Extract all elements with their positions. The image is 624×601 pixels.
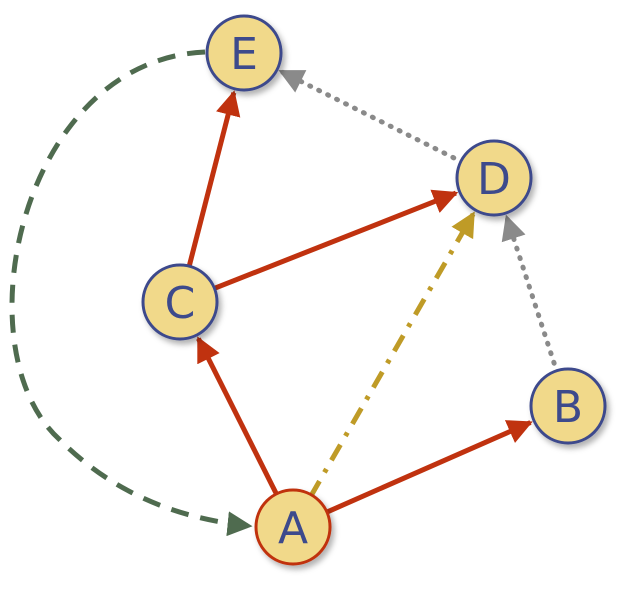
- node-c-circle: [141, 263, 219, 341]
- node-e-label: E: [230, 29, 258, 80]
- edges-layer: [9, 49, 560, 537]
- edge-d-to-e: [278, 68, 466, 165]
- node-c: C: [141, 263, 219, 341]
- node-b-circle: [529, 367, 607, 445]
- node-d: D: [455, 139, 533, 217]
- node-a: A: [254, 488, 332, 566]
- edge-a-to-b: [323, 420, 533, 516]
- node-d-circle: [455, 139, 533, 217]
- node-a-label: A: [278, 503, 308, 554]
- edge-c-to-d: [211, 189, 459, 292]
- edge-c-to-e: [186, 90, 241, 269]
- node-e: E: [205, 14, 283, 92]
- edge-e-to-a: [9, 49, 253, 537]
- node-c-label: C: [165, 278, 196, 329]
- node-b: B: [529, 367, 607, 445]
- edge-a-to-c: [196, 336, 280, 497]
- edge-b-to-d: [501, 214, 560, 376]
- node-b-label: B: [553, 382, 583, 433]
- node-a-circle: [254, 488, 332, 566]
- nodes-layer: A B C D E: [141, 14, 607, 566]
- node-e-circle: [205, 14, 283, 92]
- node-d-label: D: [477, 154, 511, 205]
- edge-a-to-d: [308, 211, 476, 498]
